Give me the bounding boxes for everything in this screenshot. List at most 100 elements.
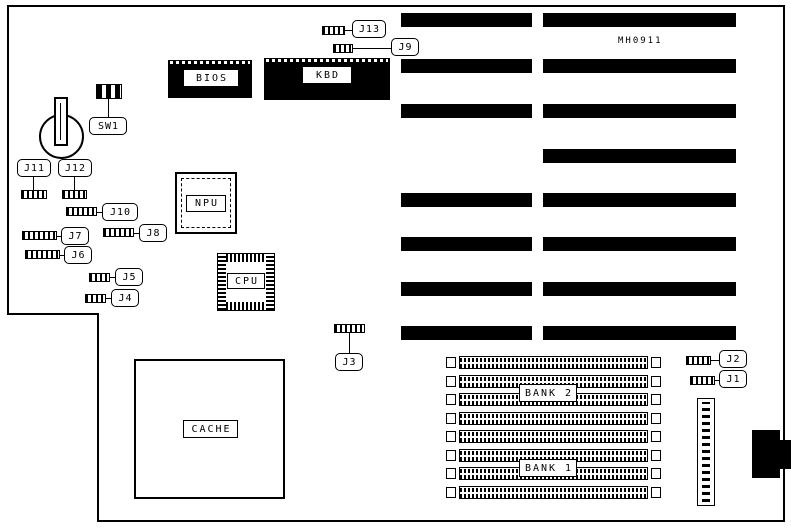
socket-clip bbox=[651, 487, 661, 498]
connector-j12 bbox=[62, 190, 87, 199]
expansion-slot bbox=[401, 59, 532, 73]
socket-clip bbox=[446, 413, 456, 424]
socket-clip bbox=[446, 394, 456, 405]
connector-j5 bbox=[89, 273, 110, 282]
simm-socket bbox=[446, 412, 661, 425]
leader-line bbox=[108, 99, 109, 117]
cache-chip bbox=[134, 359, 285, 499]
label-j5: J5 bbox=[115, 268, 143, 286]
leader-line bbox=[33, 177, 34, 190]
expansion-slot bbox=[543, 237, 736, 251]
leader-line bbox=[715, 380, 719, 381]
expansion-slot bbox=[543, 104, 736, 118]
expansion-slot bbox=[543, 13, 736, 27]
label-j3: J3 bbox=[335, 353, 363, 371]
expansion-slot bbox=[401, 282, 532, 296]
keyboard-connector bbox=[752, 430, 780, 478]
leader-line bbox=[711, 360, 719, 361]
npu-label: NPU bbox=[186, 195, 226, 212]
leader-line bbox=[345, 30, 352, 31]
cpu-label: CPU bbox=[227, 273, 265, 289]
connector-j11 bbox=[21, 190, 47, 199]
label-sw1: SW1 bbox=[89, 117, 127, 135]
battery-stem bbox=[54, 97, 68, 146]
expansion-slot bbox=[401, 193, 532, 207]
leader-line bbox=[134, 233, 139, 234]
bios-label: BIOS bbox=[183, 69, 239, 87]
battery-stem-line bbox=[60, 103, 61, 140]
socket-clip bbox=[446, 376, 456, 387]
connector-j4 bbox=[85, 294, 106, 303]
npu-socket bbox=[175, 172, 237, 234]
label-j9: J9 bbox=[391, 38, 419, 56]
leader-line bbox=[353, 48, 391, 49]
socket-pins bbox=[459, 430, 648, 443]
bank1-label: BANK 1 bbox=[519, 459, 577, 477]
leader-line bbox=[349, 333, 350, 354]
socket-clip bbox=[651, 431, 661, 442]
leader-line bbox=[106, 298, 111, 299]
label-j13: J13 bbox=[352, 20, 386, 38]
socket-pins bbox=[459, 356, 648, 369]
connector-j3 bbox=[334, 324, 365, 333]
expansion-slot bbox=[401, 104, 532, 118]
sw1-dip-switch bbox=[96, 84, 122, 99]
socket-clip bbox=[651, 376, 661, 387]
leader-line bbox=[60, 255, 64, 256]
label-j10: J10 bbox=[102, 203, 138, 221]
socket-clip bbox=[446, 431, 456, 442]
chip-pins bbox=[170, 61, 250, 64]
leader-line bbox=[110, 277, 115, 278]
cache-label: CACHE bbox=[183, 420, 238, 438]
simm-socket bbox=[446, 430, 661, 443]
expansion-slot bbox=[543, 149, 736, 163]
socket-clip bbox=[651, 413, 661, 424]
socket-clip bbox=[446, 487, 456, 498]
connector-j9 bbox=[333, 44, 353, 53]
connector-j1 bbox=[690, 376, 715, 385]
socket-clip bbox=[651, 394, 661, 405]
cpu-pins bbox=[218, 254, 226, 310]
keyboard-connector-plug bbox=[780, 440, 791, 469]
label-j7: J7 bbox=[61, 227, 89, 245]
socket-clip bbox=[651, 357, 661, 368]
label-j1: J1 bbox=[719, 370, 747, 388]
label-j12: J12 bbox=[58, 159, 92, 177]
label-j2: J2 bbox=[719, 350, 747, 368]
connector-j6 bbox=[25, 250, 60, 259]
simm-socket bbox=[446, 486, 661, 499]
socket-clip bbox=[651, 450, 661, 461]
leader-line bbox=[97, 212, 102, 213]
cpu-pins bbox=[266, 254, 274, 310]
connector-j10 bbox=[66, 207, 97, 216]
label-j6: J6 bbox=[64, 246, 92, 264]
socket-clip bbox=[651, 468, 661, 479]
socket-clip bbox=[446, 468, 456, 479]
expansion-slot bbox=[543, 326, 736, 340]
expansion-slot bbox=[543, 282, 736, 296]
socket-clip bbox=[446, 357, 456, 368]
kbd-label: KBD bbox=[302, 66, 352, 84]
label-j11: J11 bbox=[17, 159, 51, 177]
simm-socket bbox=[446, 356, 661, 369]
expansion-slot bbox=[401, 326, 532, 340]
connector-j7 bbox=[22, 231, 57, 240]
socket-pins bbox=[459, 486, 648, 499]
connector-j13 bbox=[322, 26, 345, 35]
npu-socket-pins bbox=[181, 178, 231, 228]
leader-line bbox=[57, 236, 61, 237]
cpu-pins bbox=[218, 302, 274, 310]
chip-pins bbox=[266, 59, 388, 62]
label-j4: J4 bbox=[111, 289, 139, 307]
power-connector bbox=[697, 398, 715, 506]
socket-pins bbox=[459, 412, 648, 425]
connector-j2 bbox=[686, 356, 711, 365]
leader-line bbox=[74, 177, 75, 190]
power-connector-pins bbox=[702, 402, 710, 502]
expansion-slot bbox=[543, 193, 736, 207]
socket-clip bbox=[446, 450, 456, 461]
cpu-pins bbox=[218, 254, 274, 262]
connector-j8 bbox=[103, 228, 134, 237]
